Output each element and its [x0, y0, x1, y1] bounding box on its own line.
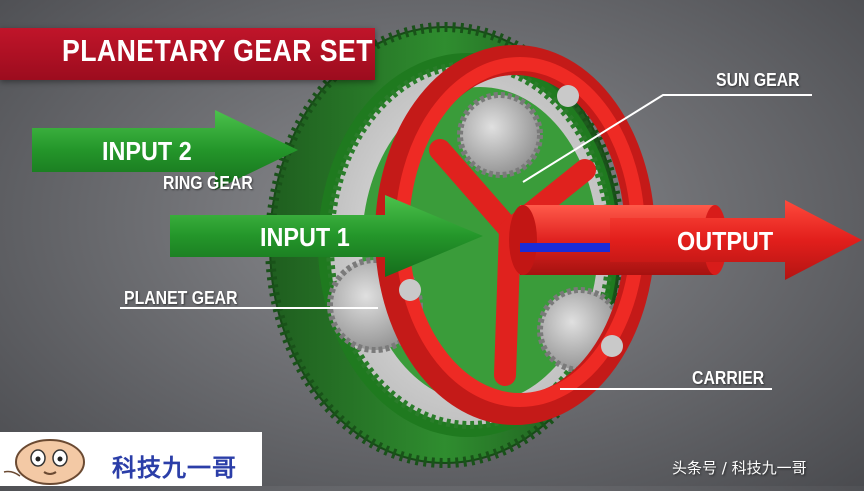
output-arrow — [610, 200, 862, 280]
input2-arrow — [32, 110, 298, 190]
cartoon-face-icon — [3, 439, 85, 485]
planet-gear-label: PLANET GEAR — [124, 288, 238, 308]
input2-label: INPUT 2 — [102, 136, 192, 166]
logo-text: 科技九一哥 — [112, 454, 237, 482]
page-title: PLANETARY GEAR SET — [62, 33, 373, 68]
input1-arrow — [170, 195, 483, 277]
channel-logo — [0, 432, 262, 486]
carrier-label: CARRIER — [692, 368, 765, 388]
sun-gear-leader-line — [522, 94, 812, 183]
sun-gear-label: SUN GEAR — [716, 70, 800, 90]
ring-gear-label: RING GEAR — [163, 173, 253, 193]
output-label: OUTPUT — [677, 226, 774, 256]
input1-label: INPUT 1 — [260, 222, 350, 252]
title-banner — [0, 28, 375, 80]
watermark: 头条号 / 科技九一哥 — [672, 459, 807, 477]
